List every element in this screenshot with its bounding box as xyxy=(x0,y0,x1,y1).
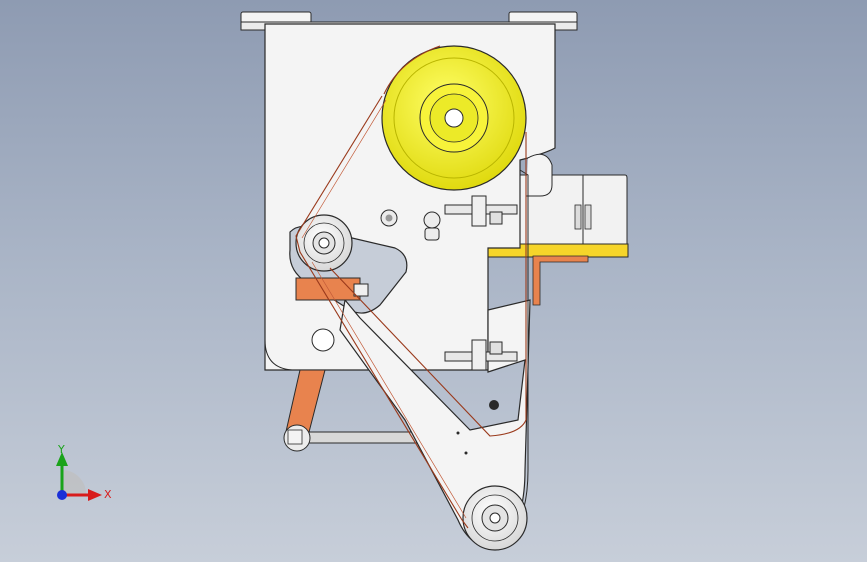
orange-clamp-bolt xyxy=(353,283,369,297)
triad-y-label: Y xyxy=(57,443,65,456)
plate-notch xyxy=(526,153,553,197)
contact-wheel xyxy=(462,485,528,551)
clamp-nut-lower xyxy=(489,341,503,355)
plate-hole xyxy=(311,328,335,352)
small-hole xyxy=(489,400,499,410)
abrasive-belt-inner xyxy=(301,99,467,519)
top-flange-right xyxy=(508,11,578,24)
tiny-hole-1 xyxy=(456,431,460,435)
triad-x-label: X xyxy=(104,488,112,501)
triad-z-arc xyxy=(62,470,87,495)
triad-y-arrow xyxy=(56,452,68,466)
bracket-slot-right xyxy=(584,204,592,230)
bracket-slot-left xyxy=(574,204,582,230)
clamp-block-upper xyxy=(471,195,487,227)
abrasive-belt xyxy=(295,45,527,529)
clamp-nut-upper xyxy=(489,211,503,225)
triad-z-axis xyxy=(57,490,67,500)
plate-corner xyxy=(264,339,293,371)
clamp-block-lower xyxy=(471,339,487,371)
orange-tab xyxy=(532,255,589,306)
bolt-left-inner xyxy=(385,214,393,222)
axis-triad: Y X xyxy=(56,443,112,501)
tiny-hole-2 xyxy=(464,451,468,455)
top-flange-left xyxy=(240,11,312,24)
triad-x-arrow xyxy=(88,489,102,501)
wing-nut xyxy=(423,211,441,229)
tension-wheel xyxy=(295,214,353,272)
rod-end-clamp xyxy=(287,429,303,445)
connecting-rod xyxy=(299,431,421,444)
wing-nut-wing xyxy=(424,227,440,241)
drive-pulley xyxy=(381,45,527,191)
